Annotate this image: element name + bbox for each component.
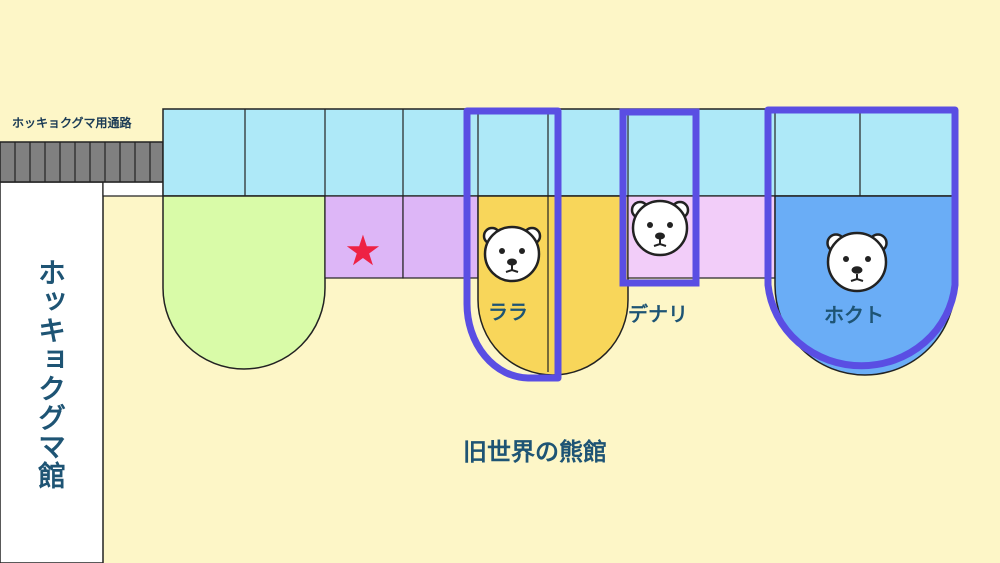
- star-marker: ★: [344, 226, 382, 275]
- bear-passage: [0, 141, 164, 183]
- bear-name-hokuto: ホクト: [824, 303, 884, 327]
- bear-face-icon-denali: [630, 199, 690, 257]
- polar-bear-hall-building: [0, 181, 104, 563]
- passage-label: ホッキョクグマ用通路: [12, 116, 132, 130]
- bear-name-denali: デナリ: [628, 302, 688, 326]
- denali-highlight-outline: [619, 108, 700, 287]
- lala-highlight-outline: [463, 107, 562, 382]
- yellow-enclosure: [477, 195, 629, 376]
- pink-enclosure: [696, 195, 776, 279]
- green-enclosure: [162, 195, 326, 370]
- bear-name-lala: ララ: [488, 300, 528, 324]
- bear-face-icon-hokuto: [826, 231, 888, 293]
- bear-face-icon-lala: [482, 225, 542, 283]
- old-world-bear-hall-label: 旧世界の熊館: [463, 438, 607, 466]
- passage-ramp: [102, 181, 164, 197]
- hokuto-highlight-outline: [764, 106, 959, 370]
- polar-bear-hall-label: ホッキョクグマ館: [34, 258, 67, 490]
